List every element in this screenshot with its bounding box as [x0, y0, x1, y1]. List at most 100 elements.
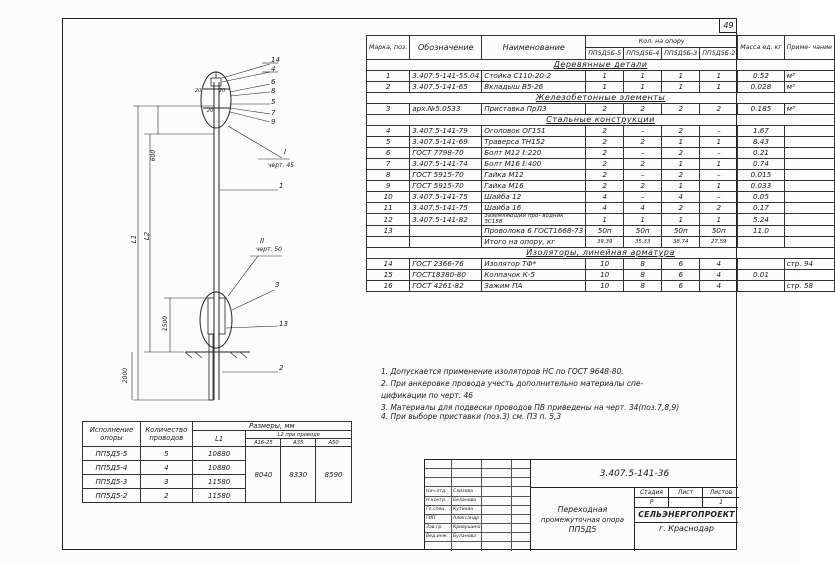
top-dim-3: 20: [207, 108, 214, 114]
row-qty-2: –: [699, 169, 739, 181]
callout-9: 9: [271, 118, 276, 126]
col-name: Наименование: [481, 35, 587, 60]
row-designation: ГОСТ 7798-70: [409, 147, 483, 159]
specification-table: Марка, поз. Обозначение Наименование Кол…: [365, 35, 835, 292]
row-position: 1: [365, 70, 411, 82]
exec-row-0-exec: ПП5Д5-5: [82, 446, 141, 461]
note-2: 2. При анкеровке провода учесть дополнит…: [381, 379, 644, 388]
row-position: 8: [365, 169, 411, 181]
row-qty-4: 1: [623, 81, 663, 93]
row-note: [783, 191, 835, 203]
row-qty-3: 1: [661, 81, 701, 93]
dim-l2: L2: [143, 231, 152, 241]
row-qty-3: 1: [661, 180, 701, 192]
signature-role: Гл.спец.: [426, 507, 446, 512]
notes-block: 1. Допускается применение изоляторов НС …: [381, 366, 731, 423]
row-name: Шайба 16: [481, 202, 587, 214]
row-note: [783, 158, 835, 170]
row-mass: 0.185: [737, 103, 785, 115]
row-note: [783, 269, 835, 281]
row-name: Болт М12 ℓ:220: [481, 147, 587, 159]
row-name: Приставка ПрЛ3: [481, 103, 587, 115]
row-qty-3: 6: [661, 258, 701, 270]
row-qty-4: 2: [623, 103, 663, 115]
row-designation: ГОСТ 5915-70: [409, 169, 483, 181]
document-name-line-2: промежуточная опора: [540, 515, 624, 524]
top-dim-2: 20: [219, 88, 226, 94]
row-designation: [409, 225, 483, 237]
row-mass: 0.033: [737, 180, 785, 192]
sheets-cell: Листов 1: [703, 488, 739, 508]
dim-l1: L1: [130, 234, 139, 244]
section-header: Изоляторы, линейная арматура: [365, 247, 835, 259]
row-qty-2: 1: [699, 136, 739, 148]
row-qty-2: 1: [699, 158, 739, 170]
row-qty-5: 10: [585, 280, 625, 292]
row-position: 13: [365, 225, 411, 237]
document-code: 3.407.5-141-36: [530, 460, 738, 488]
row-note: [783, 147, 835, 159]
row-mass: 0.05: [737, 191, 785, 203]
row-qty-3: 38.74: [661, 236, 701, 248]
row-name: Проволока 6 ГОСТ1668-73: [481, 225, 587, 237]
row-qty-3: 6: [661, 269, 701, 281]
row-qty-2: 2: [699, 202, 739, 214]
callout-3: 3: [275, 281, 280, 289]
signature-row: Вед.инж.Буланова: [425, 533, 530, 542]
signature-row: Н.контр.Беланова: [425, 497, 530, 506]
row-position: 12: [365, 213, 411, 226]
row-qty-3: 1: [661, 136, 701, 148]
exec-l2-2: 8330: [280, 446, 317, 503]
col-mark: Марка, поз.: [365, 35, 411, 60]
sheets-value: 1: [719, 499, 723, 506]
row-note: стр. 94: [783, 258, 835, 270]
row-designation: 3.407.5-141-55.04: [409, 70, 483, 82]
row-name: Изолятор ТФ*: [481, 258, 587, 270]
signature-row: Нач.отд.Слизова: [425, 488, 530, 497]
callout-8: 8: [271, 87, 276, 95]
exec-col-l1: L1: [191, 430, 247, 447]
row-qty-3: 4: [661, 191, 701, 203]
row-mass: 0.21: [737, 147, 785, 159]
signature-role: Зав.гр.: [426, 525, 443, 530]
document-name-line-3: ПП5Д5: [568, 524, 597, 534]
row-designation: ГОСТ 5915-70: [409, 180, 483, 192]
sheet-label: Лист: [669, 488, 702, 498]
section-title: Железобетонные элементы: [365, 92, 835, 104]
row-qty-4: 8: [623, 258, 663, 270]
col-note: Приме- чание: [783, 35, 835, 60]
row-qty-2: –: [699, 147, 739, 159]
row-designation: [409, 236, 483, 248]
view-ii-label: II: [260, 237, 265, 245]
row-qty-2: –: [699, 191, 739, 203]
row-position: 14: [365, 258, 411, 270]
row-qty-4: 35.33: [623, 236, 663, 248]
row-qty-4: 1: [623, 70, 663, 82]
dim-600: 600: [150, 149, 158, 162]
exec-l2-3: 8590: [315, 446, 352, 503]
view-ii-ref: черт. 50: [256, 246, 282, 253]
document-meta: Стадия Р Лист Листов 1: [634, 488, 739, 508]
note-1: 1. Допускается применение изоляторов НС …: [381, 367, 624, 376]
signature-row: Зав.гр.Кривушина: [425, 524, 530, 533]
dim-2000: 2000: [122, 367, 130, 384]
exec-row-3-count: 2: [139, 488, 193, 503]
row-name: Вкладыш В5-26: [481, 81, 587, 93]
signature-name: Александр: [453, 516, 480, 521]
row-qty-4: –: [623, 125, 663, 137]
row-qty-3: 2: [661, 147, 701, 159]
row-qty-2: 1: [699, 70, 739, 82]
row-qty-2: –: [699, 125, 739, 137]
col-qty-group: Кол. на опору: [585, 35, 739, 48]
row-name: Гайка М16: [481, 180, 587, 192]
row-mass: [737, 236, 785, 248]
organization-city: г. Краснодар: [635, 522, 738, 535]
exec-wire-1: А16-25: [245, 438, 282, 447]
sheet-cell: Лист: [669, 488, 703, 508]
row-name: Траверса ТН152: [481, 136, 587, 148]
